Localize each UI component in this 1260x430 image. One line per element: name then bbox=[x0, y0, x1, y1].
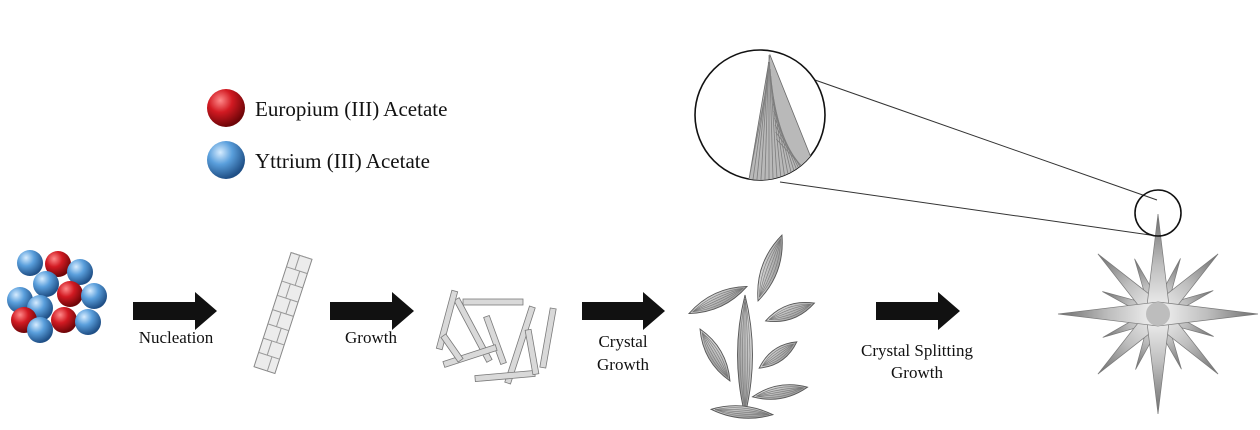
crystal-bundle bbox=[755, 336, 800, 373]
legend-item-yttrium: Yttrium (III) Acetate bbox=[207, 141, 430, 179]
crystal-bundle bbox=[686, 280, 750, 320]
crystal-bundle bbox=[751, 232, 790, 303]
arrow-right-icon bbox=[330, 292, 414, 330]
step-label-crystal-growth-line2: Growth bbox=[597, 355, 649, 374]
arrow-crystal-growth bbox=[582, 292, 665, 330]
grown-rod bbox=[475, 370, 535, 381]
precursor-cluster bbox=[7, 250, 107, 343]
grown-rod bbox=[525, 329, 539, 374]
star-spike bbox=[1146, 214, 1170, 314]
yttrium-sphere-icon bbox=[207, 141, 245, 179]
star-spike bbox=[1058, 302, 1158, 326]
nucleus-rod bbox=[254, 253, 312, 374]
zoom-line-top bbox=[815, 80, 1157, 200]
nucleus-rod-body bbox=[254, 253, 312, 374]
grown-rods bbox=[436, 290, 556, 384]
step-label-crystal-splitting-line1: Crystal Splitting bbox=[861, 341, 973, 360]
arrow-crystal-splitting bbox=[876, 292, 960, 330]
yttrium-sphere bbox=[81, 283, 107, 309]
crystal-bundle bbox=[738, 295, 753, 415]
legend-label-europium: Europium (III) Acetate bbox=[255, 97, 447, 121]
crystal-bundle bbox=[751, 381, 808, 404]
grown-rod bbox=[441, 334, 463, 362]
arrow-growth bbox=[330, 292, 414, 330]
grown-rod bbox=[463, 299, 523, 305]
yttrium-sphere bbox=[27, 317, 53, 343]
step-label-crystal-splitting-line2: Growth bbox=[891, 363, 943, 382]
step-label-crystal-growth-line1: Crystal bbox=[598, 332, 647, 351]
star-spike bbox=[1146, 314, 1170, 414]
star-crystal bbox=[1058, 214, 1258, 414]
crystal-bundle bbox=[711, 403, 774, 420]
zoom-callout bbox=[695, 50, 1181, 236]
star-spike bbox=[1158, 302, 1258, 326]
zoom-line-bottom bbox=[780, 182, 1150, 235]
legend-label-yttrium: Yttrium (III) Acetate bbox=[255, 149, 430, 173]
arrow-right-icon bbox=[876, 292, 960, 330]
arrow-right-icon bbox=[582, 292, 665, 330]
legend-item-europium: Europium (III) Acetate bbox=[207, 89, 447, 127]
crystal-bundle bbox=[763, 297, 817, 328]
crystal-bundles bbox=[686, 232, 817, 420]
yttrium-sphere bbox=[17, 250, 43, 276]
arrow-nucleation bbox=[133, 292, 217, 330]
step-label-nucleation: Nucleation bbox=[139, 328, 214, 347]
yttrium-sphere bbox=[75, 309, 101, 335]
arrow-right-icon bbox=[133, 292, 217, 330]
yttrium-sphere bbox=[33, 271, 59, 297]
europium-sphere bbox=[51, 307, 77, 333]
star-core bbox=[1146, 302, 1170, 326]
step-label-growth: Growth bbox=[345, 328, 397, 347]
crystal-bundle bbox=[694, 326, 736, 385]
grown-rod bbox=[540, 308, 556, 368]
legend: Europium (III) Acetate Yttrium (III) Ace… bbox=[207, 89, 447, 179]
europium-sphere-icon bbox=[207, 89, 245, 127]
europium-sphere bbox=[57, 281, 83, 307]
